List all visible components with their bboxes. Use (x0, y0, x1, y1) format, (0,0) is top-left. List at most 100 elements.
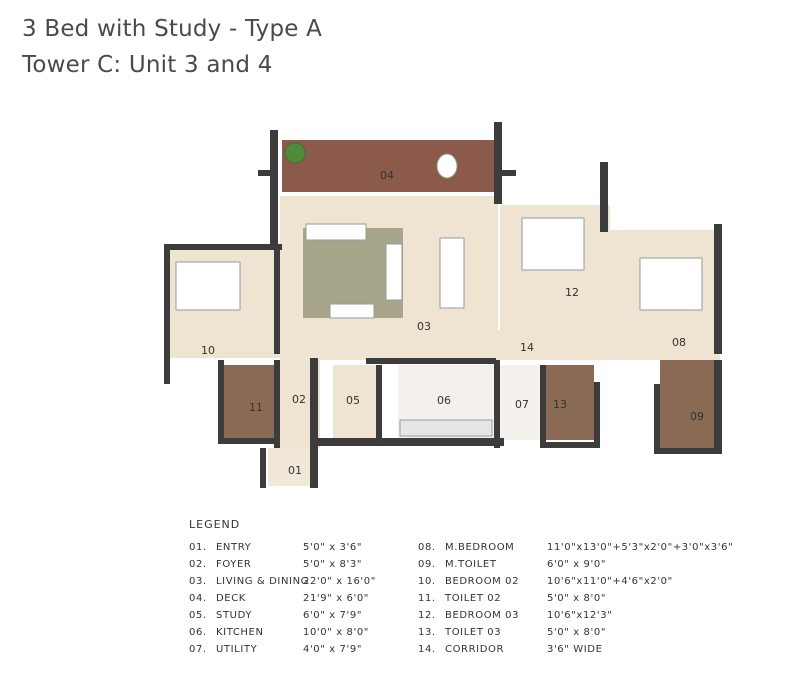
legend-size: 21'9" x 6'0" (303, 593, 369, 604)
legend-num: 08. (418, 542, 436, 553)
legend-num: 09. (418, 559, 436, 570)
legend-name: KITCHEN (216, 627, 264, 638)
room-label-02: 02 (292, 393, 306, 406)
toilet02-floor (224, 365, 276, 440)
legend-num: 01. (189, 542, 207, 553)
legend-name: LIVING & DINING (216, 576, 310, 587)
kitchen-counter (399, 419, 493, 437)
wall (310, 358, 318, 488)
legend-name: BEDROOM 03 (445, 610, 520, 621)
legend-size: 6'0" x 7'9" (303, 610, 363, 621)
legend-name: CORRIDOR (445, 644, 505, 655)
legend-size: 10'6"x11'0"+4'6"x2'0" (547, 576, 673, 587)
room-label-08: 08 (672, 336, 686, 349)
wall (218, 438, 280, 444)
legend-size: 22'0" x 16'0" (303, 576, 376, 587)
legend-name: UTILITY (216, 644, 258, 655)
wall (654, 384, 660, 454)
wall (714, 224, 722, 354)
entry-floor (268, 448, 318, 486)
bed-12 (521, 217, 585, 271)
legend-size: 4'0" x 7'9" (303, 644, 363, 655)
floor-plan: 01 02 03 04 05 06 07 08 09 10 11 12 13 1… (164, 122, 722, 488)
legend-num: 11. (418, 593, 436, 604)
legend-num: 14. (418, 644, 436, 655)
wall (318, 438, 504, 446)
wall (218, 360, 224, 442)
bed-08 (639, 257, 703, 311)
legend-name: ENTRY (216, 542, 252, 553)
legend-size: 6'0" x 9'0" (547, 559, 607, 570)
corridor-floor (280, 330, 720, 360)
legend-num: 13. (418, 627, 436, 638)
wall (274, 244, 280, 354)
furniture (175, 142, 703, 437)
room-label-12: 12 (565, 286, 579, 299)
study-floor (333, 365, 377, 440)
legend-num: 03. (189, 576, 207, 587)
legend-num: 06. (189, 627, 207, 638)
utility-floor (500, 365, 544, 440)
plan-title: 3 Bed with Study - Type A (22, 16, 323, 42)
room-label-06: 06 (437, 394, 451, 407)
legend-size: 5'0" x 8'3" (303, 559, 363, 570)
wall (270, 130, 278, 250)
legend-title: LEGEND (189, 518, 241, 531)
room-label-10: 10 (201, 344, 215, 357)
legend-size: 5'0" x 3'6" (303, 542, 363, 553)
deck-plant (284, 142, 306, 164)
wall (540, 365, 546, 447)
legend-name: TOILET 02 (445, 593, 502, 604)
toilet03-floor (544, 365, 594, 440)
legend-size: 5'0" x 8'0" (547, 593, 607, 604)
legend-num: 10. (418, 576, 436, 587)
room-labels: 01 02 03 04 05 06 07 08 09 10 11 12 13 1… (201, 169, 704, 477)
legend-name: M.BEDROOM (445, 542, 515, 553)
wall (540, 442, 600, 448)
room-label-07: 07 (515, 398, 529, 411)
room-label-03: 03 (417, 320, 431, 333)
legend-num: 07. (189, 644, 207, 655)
mtoilet-floor (660, 360, 718, 450)
wall (654, 448, 720, 454)
wall (274, 360, 280, 448)
room-label-14: 14 (520, 341, 534, 354)
legend-name: STUDY (216, 610, 253, 621)
bed-10 (175, 261, 241, 311)
walls (164, 122, 722, 488)
legend-size: 5'0" x 8'0" (547, 627, 607, 638)
wall (494, 360, 500, 448)
wall (376, 365, 382, 439)
legend-size: 10'0" x 8'0" (303, 627, 369, 638)
legend-size: 11'0"x13'0"+5'3"x2'0"+3'0"x3'6" (547, 542, 734, 553)
wall (502, 170, 516, 176)
legend-num: 12. (418, 610, 436, 621)
legend-num: 05. (189, 610, 207, 621)
deck-table (436, 153, 458, 179)
legend-name: DECK (216, 593, 246, 604)
deck-floor (282, 140, 494, 192)
legend-name: BEDROOM 02 (445, 576, 520, 587)
wall (258, 170, 272, 176)
legend-name: M.TOILET (445, 559, 497, 570)
wall (494, 122, 502, 204)
legend-size: 10'6"x12'3" (547, 610, 613, 621)
wall (366, 358, 496, 364)
legend-num: 02. (189, 559, 207, 570)
legend-name: TOILET 03 (445, 627, 502, 638)
room-label-04: 04 (380, 169, 394, 182)
wall (594, 382, 600, 448)
room-label-01: 01 (288, 464, 302, 477)
plan-subtitle: Tower C: Unit 3 and 4 (22, 52, 273, 78)
room-label-13: 13 (553, 398, 567, 411)
sofa-bottom (329, 303, 375, 319)
room-label-09: 09 (690, 410, 704, 423)
room-label-05: 05 (346, 394, 360, 407)
sofa (305, 223, 367, 241)
wall (260, 448, 266, 488)
legend-size: 3'6" WIDE (547, 644, 603, 655)
legend-name: FOYER (216, 559, 252, 570)
sofa-right (385, 243, 403, 301)
legend-num: 04. (189, 593, 207, 604)
dining-table (439, 237, 465, 309)
